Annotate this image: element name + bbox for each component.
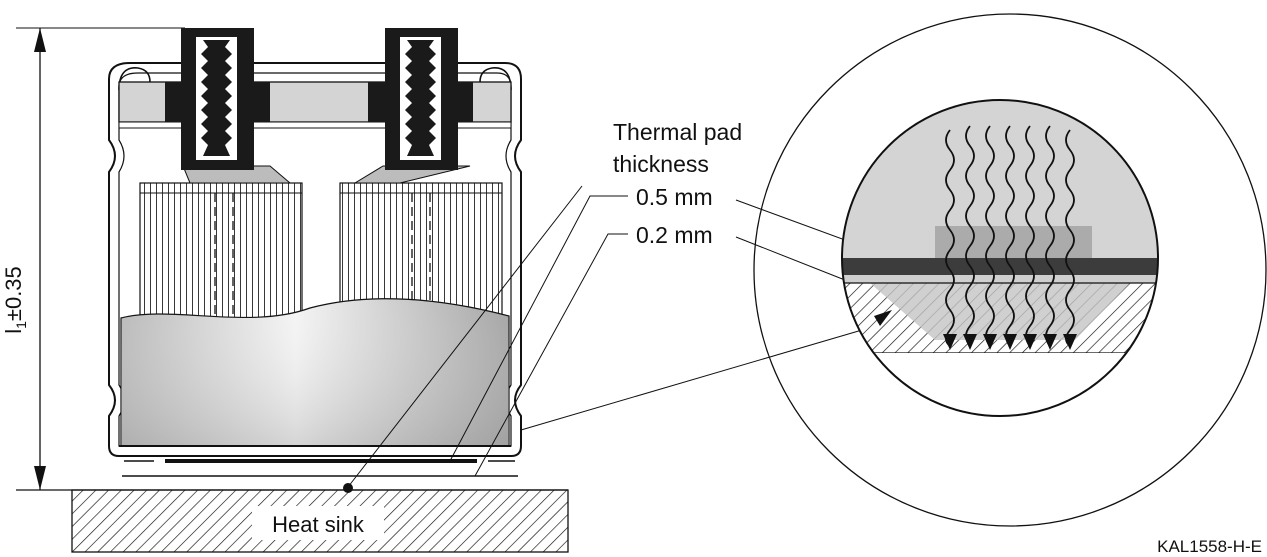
zoom-detail (842, 100, 1158, 416)
thermal-pad-heading-line1: Thermal pad (613, 119, 742, 145)
heat-sink-contact-dot (343, 483, 353, 493)
capacitor-body (108, 28, 522, 457)
thermal-pad-option-b: 0.2 mm (636, 222, 713, 248)
heat-sink-label: Heat sink (272, 512, 365, 537)
zoom-outer-circle (753, 13, 1267, 527)
leader-lines (347, 185, 863, 488)
winding-left (139, 182, 303, 334)
thermal-pad-heading-line2: thickness (613, 151, 709, 177)
thermal-pad-option-a: 0.5 mm (636, 184, 713, 210)
dimension-label: l1±0.35 (1, 266, 29, 334)
thermal-pad-callout: Thermal pad thickness 0.5 mm 0.2 mm (613, 119, 742, 248)
drawing-code: KAL1558-H-E (1157, 537, 1262, 556)
heat-sink-label-bg (252, 506, 384, 540)
zoom-inner-circle (841, 99, 1159, 417)
height-dimension (16, 27, 185, 490)
thermal-pads-under-can (122, 459, 518, 477)
